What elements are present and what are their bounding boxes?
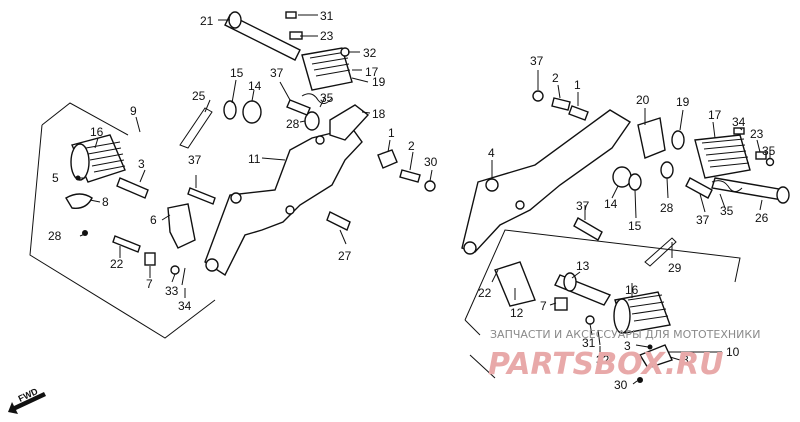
part-number: 20 [636, 93, 650, 107]
part-number: 32 [363, 46, 377, 60]
part-number: 32 [596, 353, 610, 367]
part-number: 28 [48, 229, 62, 243]
part-number: 19 [676, 95, 690, 109]
part-number: 26 [755, 211, 769, 225]
part-number: 37 [188, 153, 202, 167]
part-number: 17 [708, 108, 722, 122]
right-box-lower [469, 354, 496, 379]
part-number: 19 [372, 75, 386, 89]
part-number: 35 [720, 204, 734, 218]
part-number: 22 [478, 286, 492, 300]
part-number: 22 [110, 257, 124, 271]
part-number: 33 [165, 284, 179, 298]
part-number: 31 [320, 9, 334, 23]
part-number: 18 [372, 107, 386, 121]
part-number: 5 [52, 171, 59, 185]
part-number: 3 [138, 157, 145, 171]
part-number: 37 [270, 66, 284, 80]
part-number: 2 [552, 71, 559, 85]
part-number: 27 [338, 249, 352, 263]
part-number: 14 [604, 197, 618, 211]
part-number: 35 [762, 144, 776, 158]
part-number: 1 [574, 78, 581, 92]
part-number: 6 [150, 213, 157, 227]
part-number: 13 [576, 259, 590, 273]
right-box-top [464, 229, 741, 321]
part-number: 34 [732, 115, 746, 129]
part-number: 16 [90, 125, 104, 139]
part-number: 21 [200, 14, 214, 28]
part-number: 9 [130, 104, 137, 118]
part-number: 17 [365, 65, 379, 79]
forward-arrow-icon: FWD [8, 386, 46, 414]
watermark: ЗАПЧАСТИ И АКСЕССУАРЫ ДЛЯ МОТОТЕХНИКИ PA… [488, 328, 760, 382]
part-number: 14 [248, 79, 262, 93]
part-number: 23 [750, 127, 764, 141]
part-number: 10 [726, 345, 740, 359]
part-number: 25 [192, 89, 206, 103]
part-number: 30 [614, 378, 628, 392]
part-number: 4 [488, 146, 495, 160]
part-number: 29 [668, 261, 682, 275]
part-number: 2 [408, 139, 415, 153]
part-number: 12 [510, 306, 524, 320]
part-number: 28 [660, 201, 674, 215]
part-number: 7 [540, 299, 547, 313]
right-footpeg-assembly: 37 2 1 20 19 17 34 23 35 4 14 28 37 35 2… [461, 54, 790, 392]
part-number: 37 [576, 199, 590, 213]
part-number: 23 [320, 29, 334, 43]
right-box-left [464, 319, 481, 336]
left-box-top [41, 102, 129, 136]
left-footpeg-rubber [70, 134, 126, 183]
watermark-tagline: ЗАПЧАСТИ И АКСЕССУАРЫ ДЛЯ МОТОТЕХНИКИ [490, 328, 760, 341]
part-number: 15 [628, 219, 642, 233]
left-footpeg-assembly: 21 31 23 32 17 19 18 25 15 14 37 35 28 9… [29, 9, 438, 339]
part-number: 1 [388, 126, 395, 140]
part-number: 31 [582, 336, 596, 350]
part-number: 16 [625, 283, 639, 297]
part-number: 11 [248, 152, 261, 166]
watermark-brand: PARTSBOX.RU [488, 347, 724, 382]
part-number: 15 [230, 66, 244, 80]
part-number: 37 [696, 213, 710, 227]
part-number: 7 [146, 277, 153, 291]
part-number: 30 [424, 155, 438, 169]
part-number: 28 [286, 117, 300, 131]
main-bracket-left [204, 127, 363, 277]
part-number: 8 [102, 195, 109, 209]
part-number: 3 [624, 339, 631, 353]
part-number: 34 [178, 299, 192, 313]
part-number: 37 [530, 54, 544, 68]
part-number: 8 [682, 353, 689, 367]
part-number: 35 [320, 91, 334, 105]
left-box-lower [29, 124, 216, 339]
